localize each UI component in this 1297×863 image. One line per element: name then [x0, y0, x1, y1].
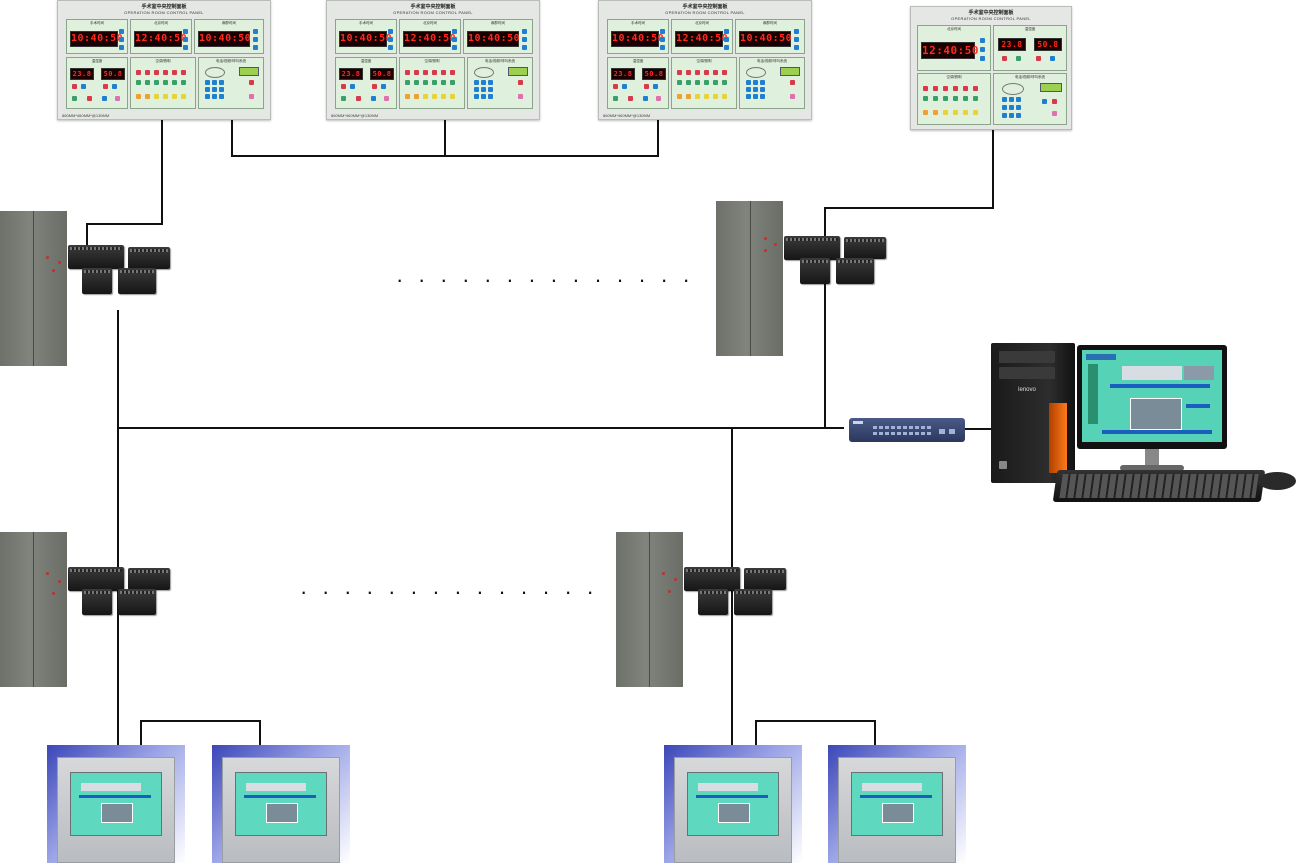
control-panel-2: 手术室中央控制面板 OPERATION ROOM CONTROL PANEL 手… [326, 0, 540, 120]
line-right-cabinet-to-bus [824, 208, 826, 429]
face-anesthesia-time: 麻醉时间 10:40:50 [735, 19, 805, 54]
control-cabinet-top-right [716, 201, 783, 356]
control-cabinet-top-left [0, 211, 67, 366]
panel-subtitle: OPERATION ROOM CONTROL PANEL [393, 10, 473, 15]
face-beijing-time: 北京时间 12:40:50 [671, 19, 733, 54]
mini-clock: 23.8 [339, 68, 363, 80]
line-panel1-down [161, 118, 163, 225]
line-panel3-down [657, 118, 659, 157]
face-phone-video-call: 电话/视频/呼叫系统 [739, 57, 805, 109]
line-panel4-down [992, 128, 994, 209]
face-beijing-time: 北京时间 12:40:50 [399, 19, 461, 54]
touch-screen-1 [47, 745, 185, 863]
clock-display: 12:40:50 [403, 31, 456, 47]
mini-clock: 50.8 [642, 68, 666, 80]
face-phone-video-call: 电话/视频/呼叫系统 [198, 57, 264, 109]
clock-display: 10:40:50 [611, 31, 664, 47]
control-panel-4: 手术室中央控制面板 OPERATION ROOM CONTROL PANEL 北… [910, 6, 1072, 130]
face-ac-lighting: 空调/照明 [671, 57, 737, 109]
clock-display: 10:40:50 [198, 31, 251, 47]
mini-clock: 23.8 [70, 68, 94, 80]
control-panel-1: 手术室中央控制面板 OPERATION ROOM CONTROL PANEL 手… [57, 0, 271, 120]
face-ac-lighting: 空调/照明 [399, 57, 465, 109]
clock-display: 10:40:50 [739, 31, 792, 47]
face-anesthesia-time: 麻醉时间 10:40:50 [194, 19, 264, 54]
face-anesthesia-time: 麻醉时间 10:40:50 [463, 19, 533, 54]
mini-clock: 50.8 [101, 68, 125, 80]
clock-display: 10:40:50 [467, 31, 520, 47]
face-phone-video-call: 电话/视频/呼叫系统 [993, 73, 1067, 125]
touch-screen-2 [212, 745, 350, 863]
computer-monitor [1077, 345, 1227, 449]
face-surgery-time: 手术时间 10:40:50 [335, 19, 397, 54]
mini-clock: 23.8 [611, 68, 635, 80]
panel-size: 860MM*460MM*@130MM [331, 113, 379, 118]
ellipsis-top: · · · · · · · · · · · · · · [396, 267, 695, 292]
face-phone-video-call: 电话/视频/呼叫系统 [467, 57, 533, 109]
line-panel2-down [444, 118, 446, 157]
face-beijing-time: 北京时间 12:40:50 [917, 25, 991, 71]
panel-size: 860MM*460MM*@130MM [62, 113, 110, 118]
line-left-cabinet-down [117, 310, 119, 750]
panel-subtitle: OPERATION ROOM CONTROL PANEL [951, 16, 1031, 21]
face-temp-humidity: 温湿度 23.8 50.8 [66, 57, 128, 109]
face-temp-humidity: 温湿度 23.8 50.8 [335, 57, 397, 109]
clock-display: 12:40:50 [675, 31, 728, 47]
panel-title: 手术室中央控制面板 [968, 10, 1014, 16]
touch-screen-4 [828, 745, 966, 863]
mini-clock: 50.8 [370, 68, 394, 80]
panel-title: 手术室中央控制面板 [410, 4, 456, 10]
line-touch-left-top [140, 720, 261, 722]
control-cabinet-bottom-mid [616, 532, 683, 687]
line-panel4-horizontal [824, 207, 994, 209]
brand-label: lenovo [1018, 387, 1036, 393]
line-touch-right-top [755, 720, 876, 722]
line-panel1-to-plc [86, 223, 88, 245]
keyboard [1052, 470, 1266, 502]
control-panel-3: 手术室中央控制面板 OPERATION ROOM CONTROL PANEL 手… [598, 0, 812, 120]
panel-size: 860MM*460MM*@130MM [603, 113, 651, 118]
clock-display: 10:40:50 [70, 31, 123, 47]
face-temp-humidity: 温湿度 23.8 50.8 [607, 57, 669, 109]
face-ac-lighting: 空调/照明 [130, 57, 196, 109]
mouse [1258, 472, 1296, 490]
line-touch-left-a [140, 720, 142, 750]
network-switch [849, 418, 965, 442]
face-surgery-time: 手术时间 10:40:50 [607, 19, 669, 54]
clock-display: 10:40:50 [339, 31, 392, 47]
face-temp-humidity: 温湿度 23.8 50.8 [993, 25, 1067, 71]
control-cabinet-bottom-left [0, 532, 67, 687]
mini-clock: 23.8 [998, 38, 1026, 51]
panel-title: 手术室中央控制面板 [141, 4, 187, 10]
ellipsis-bottom: · · · · · · · · · · · · · · [300, 579, 599, 604]
panel-subtitle: OPERATION ROOM CONTROL PANEL [665, 10, 745, 15]
main-bus-line [117, 427, 844, 429]
clock-display: 12:40:50 [921, 42, 979, 59]
line-panel1-horizontal [86, 223, 163, 225]
line-touch-left-b [259, 720, 261, 750]
touch-screen-3 [664, 745, 802, 863]
line-touch-right-a [755, 720, 757, 750]
line-touch-right-b [874, 720, 876, 750]
face-ac-lighting: 空调/照明 [917, 73, 991, 125]
switch-to-computer-line [965, 428, 991, 430]
panel-subtitle: OPERATION ROOM CONTROL PANEL [124, 10, 204, 15]
computer-screen [1082, 350, 1222, 442]
computer-tower: lenovo [991, 343, 1075, 483]
mini-clock: 50.8 [1034, 38, 1062, 51]
monitor-base [1120, 465, 1184, 471]
clock-display: 12:40:50 [134, 31, 187, 47]
face-surgery-time: 手术时间 10:40:50 [66, 19, 128, 54]
face-beijing-time: 北京时间 12:40:50 [130, 19, 192, 54]
line-panel1-right-down [231, 118, 233, 157]
panel-title: 手术室中央控制面板 [682, 4, 728, 10]
monitor-stand [1145, 449, 1159, 467]
